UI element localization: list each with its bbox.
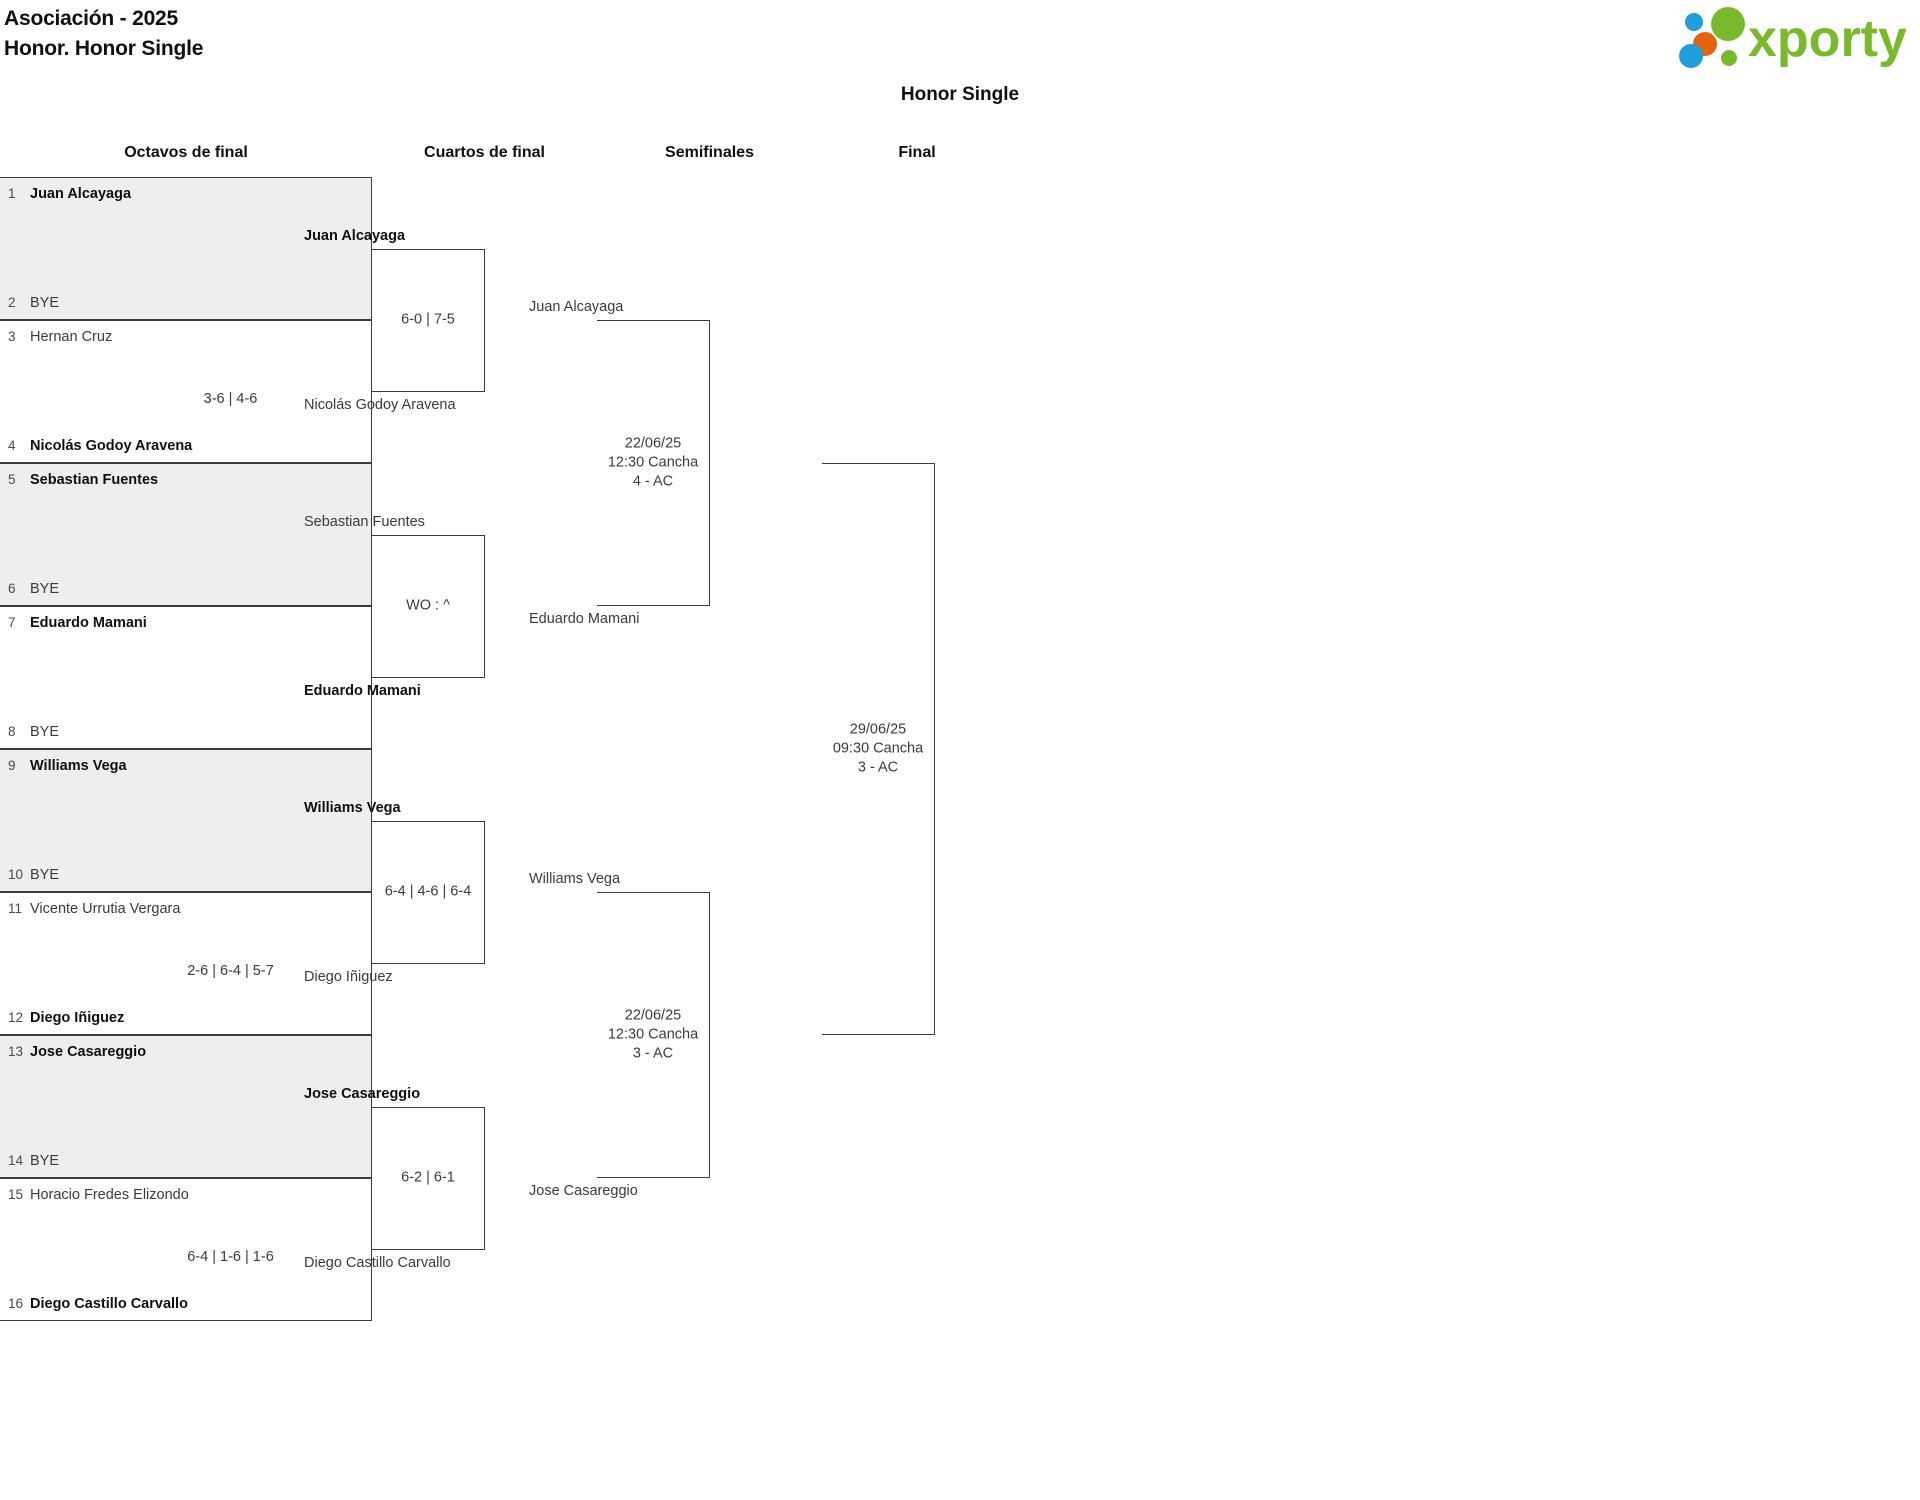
seed-number: 9	[8, 758, 16, 773]
seed-number: 8	[8, 724, 16, 739]
player-name: BYE	[30, 867, 60, 883]
sf-score: 22/06/25 12:30 Cancha 4 - AC	[607, 435, 699, 490]
event-title: Honor Single	[900, 84, 1020, 105]
seed-number: 15	[8, 1187, 24, 1202]
seed-number: 2	[8, 295, 16, 310]
r16-player-top[interactable]: 11 Vicente Urrutia Vergara	[8, 900, 363, 918]
match-score: 3-6 | 4-6	[203, 390, 258, 407]
qf-player-top[interactable]: Williams Vega	[304, 799, 401, 816]
r16-player-top[interactable]: 5 Sebastian Fuentes	[8, 471, 363, 489]
seed-number: 14	[8, 1153, 24, 1168]
r16-player-bottom[interactable]: 6 BYE	[8, 580, 363, 598]
r16-player-bottom[interactable]: 2 BYE	[8, 294, 363, 312]
r16-player-bottom[interactable]: 16 Diego Castillo Carvallo	[8, 1295, 363, 1313]
player-name: Eduardo Mamani	[30, 615, 147, 631]
round-header-cuartos: Cuartos de final	[424, 144, 545, 161]
match-score: 2-6 | 6-4 | 5-7	[187, 962, 274, 979]
r16-match[interactable]: 5 Sebastian Fuentes 6 BYE	[0, 463, 372, 606]
r16-player-top[interactable]: 7 Eduardo Mamani	[8, 614, 363, 632]
player-name: Juan Alcayaga	[30, 186, 132, 202]
qf-player-top[interactable]: Jose Casareggio	[304, 1085, 421, 1102]
seed-number: 6	[8, 581, 16, 596]
r16-player-bottom[interactable]: 8 BYE	[8, 723, 363, 741]
qf-player-top[interactable]: Juan Alcayaga	[304, 227, 406, 244]
r16-player-bottom[interactable]: 10 BYE	[8, 866, 363, 884]
xporty-logo: xporty	[1676, 6, 1906, 68]
qf-player-bottom[interactable]: Diego Iñiguez	[304, 968, 393, 985]
sf-connector[interactable]: 22/06/25 12:30 Cancha 4 - AC	[597, 320, 710, 606]
logo-dot-green-small	[1721, 50, 1737, 66]
qf-connector[interactable]: WO : ^	[372, 534, 485, 678]
sf-connector[interactable]: 22/06/25 12:30 Cancha 3 - AC	[597, 892, 710, 1178]
qf-player-bottom[interactable]: Diego Castillo Carvallo	[304, 1254, 451, 1271]
player-name: Vicente Urrutia Vergara	[30, 901, 181, 917]
player-name: Williams Vega	[30, 758, 127, 774]
round-header-semifinales: Semifinales	[665, 144, 754, 161]
player-name: BYE	[30, 295, 60, 311]
seed-number: 4	[8, 438, 16, 453]
r16-match[interactable]: 15 Horacio Fredes Elizondo 6-4 | 1-6 | 1-6…	[0, 1178, 372, 1321]
match-score: 6-4 | 1-6 | 1-6	[187, 1248, 274, 1265]
qf-score: WO : ^	[406, 597, 450, 614]
r16-match[interactable]: 9 Williams Vega 10 BYE	[0, 749, 372, 892]
seed-number: 12	[8, 1010, 24, 1025]
qf-score: 6-4 | 4-6 | 6-4	[384, 883, 472, 900]
player-name: Horacio Fredes Elizondo	[30, 1187, 189, 1203]
player-name: Hernan Cruz	[30, 329, 113, 345]
sf-player-top[interactable]: Juan Alcayaga	[529, 299, 624, 315]
seed-number: 3	[8, 329, 16, 344]
round-header-final: Final	[898, 144, 936, 161]
player-name: Jose Casareggio	[30, 1044, 147, 1060]
r16-player-top[interactable]: 9 Williams Vega	[8, 757, 363, 775]
player-name: Nicolás Godoy Aravena	[30, 438, 193, 454]
qf-connector[interactable]: 6-4 | 4-6 | 6-4	[372, 820, 485, 964]
r16-player-top[interactable]: 3 Hernan Cruz	[8, 328, 363, 346]
player-name: Diego Iñiguez	[30, 1010, 125, 1026]
seed-number: 13	[8, 1044, 24, 1059]
final-connector[interactable]: 29/06/25 09:30 Cancha 3 - AC	[822, 463, 935, 1035]
r16-match[interactable]: 11 Vicente Urrutia Vergara 2-6 | 6-4 | 5-7…	[0, 892, 372, 1035]
player-name: BYE	[30, 581, 60, 597]
sf-score: 22/06/25 12:30 Cancha 3 - AC	[607, 1007, 699, 1062]
seed-number: 1	[8, 186, 16, 201]
page-title: Asociación - 2025 Honor. Honor Single	[4, 7, 204, 60]
qf-score: 6-2 | 6-1	[401, 1169, 455, 1186]
player-name: BYE	[30, 724, 60, 740]
r16-player-top[interactable]: 13 Jose Casareggio	[8, 1043, 363, 1061]
sf-player-bottom[interactable]: Jose Casareggio	[529, 1183, 638, 1199]
logo-dot-blue-small	[1685, 13, 1703, 31]
r16-match[interactable]: 13 Jose Casareggio 14 BYE	[0, 1035, 372, 1178]
r16-player-bottom[interactable]: 14 BYE	[8, 1152, 363, 1170]
qf-player-top[interactable]: Sebastian Fuentes	[304, 513, 425, 530]
r16-player-top[interactable]: 1 Juan Alcayaga	[8, 185, 363, 203]
r16-player-top[interactable]: 15 Horacio Fredes Elizondo	[8, 1186, 363, 1204]
r16-match[interactable]: 1 Juan Alcayaga 2 BYE	[0, 177, 372, 320]
seed-number: 5	[8, 472, 16, 487]
qf-score: 6-0 | 7-5	[401, 311, 455, 328]
player-name: BYE	[30, 1153, 60, 1169]
seed-number: 11	[8, 901, 23, 916]
qf-player-bottom[interactable]: Nicolás Godoy Aravena	[304, 396, 456, 413]
r16-match[interactable]: 3 Hernan Cruz 3-6 | 4-6 4 Nicolás Godoy Arav…	[0, 320, 372, 463]
r16-match[interactable]: 7 Eduardo Mamani 8 BYE	[0, 606, 372, 749]
seed-number: 16	[8, 1296, 24, 1311]
sf-player-top[interactable]: Williams Vega	[529, 871, 621, 887]
qf-connector[interactable]: 6-0 | 7-5	[372, 248, 485, 392]
player-name: Diego Castillo Carvallo	[30, 1296, 188, 1312]
logo-dot-blue-large	[1679, 44, 1703, 68]
logo-wordmark: xporty	[1748, 10, 1906, 68]
seed-number: 7	[8, 615, 16, 630]
qf-connector[interactable]: 6-2 | 6-1	[372, 1106, 485, 1250]
logo-dot-green-large	[1711, 7, 1745, 41]
r16-player-bottom[interactable]: 12 Diego Iñiguez	[8, 1009, 363, 1027]
final-score: 29/06/25 09:30 Cancha 3 - AC	[832, 721, 924, 776]
r16-player-bottom[interactable]: 4 Nicolás Godoy Aravena	[8, 437, 363, 455]
player-name: Sebastian Fuentes	[30, 472, 159, 488]
seed-number: 10	[8, 867, 24, 882]
qf-player-bottom[interactable]: Eduardo Mamani	[304, 682, 421, 699]
sf-player-bottom[interactable]: Eduardo Mamani	[529, 611, 640, 627]
round-header-octavos: Octavos de final	[124, 144, 248, 161]
